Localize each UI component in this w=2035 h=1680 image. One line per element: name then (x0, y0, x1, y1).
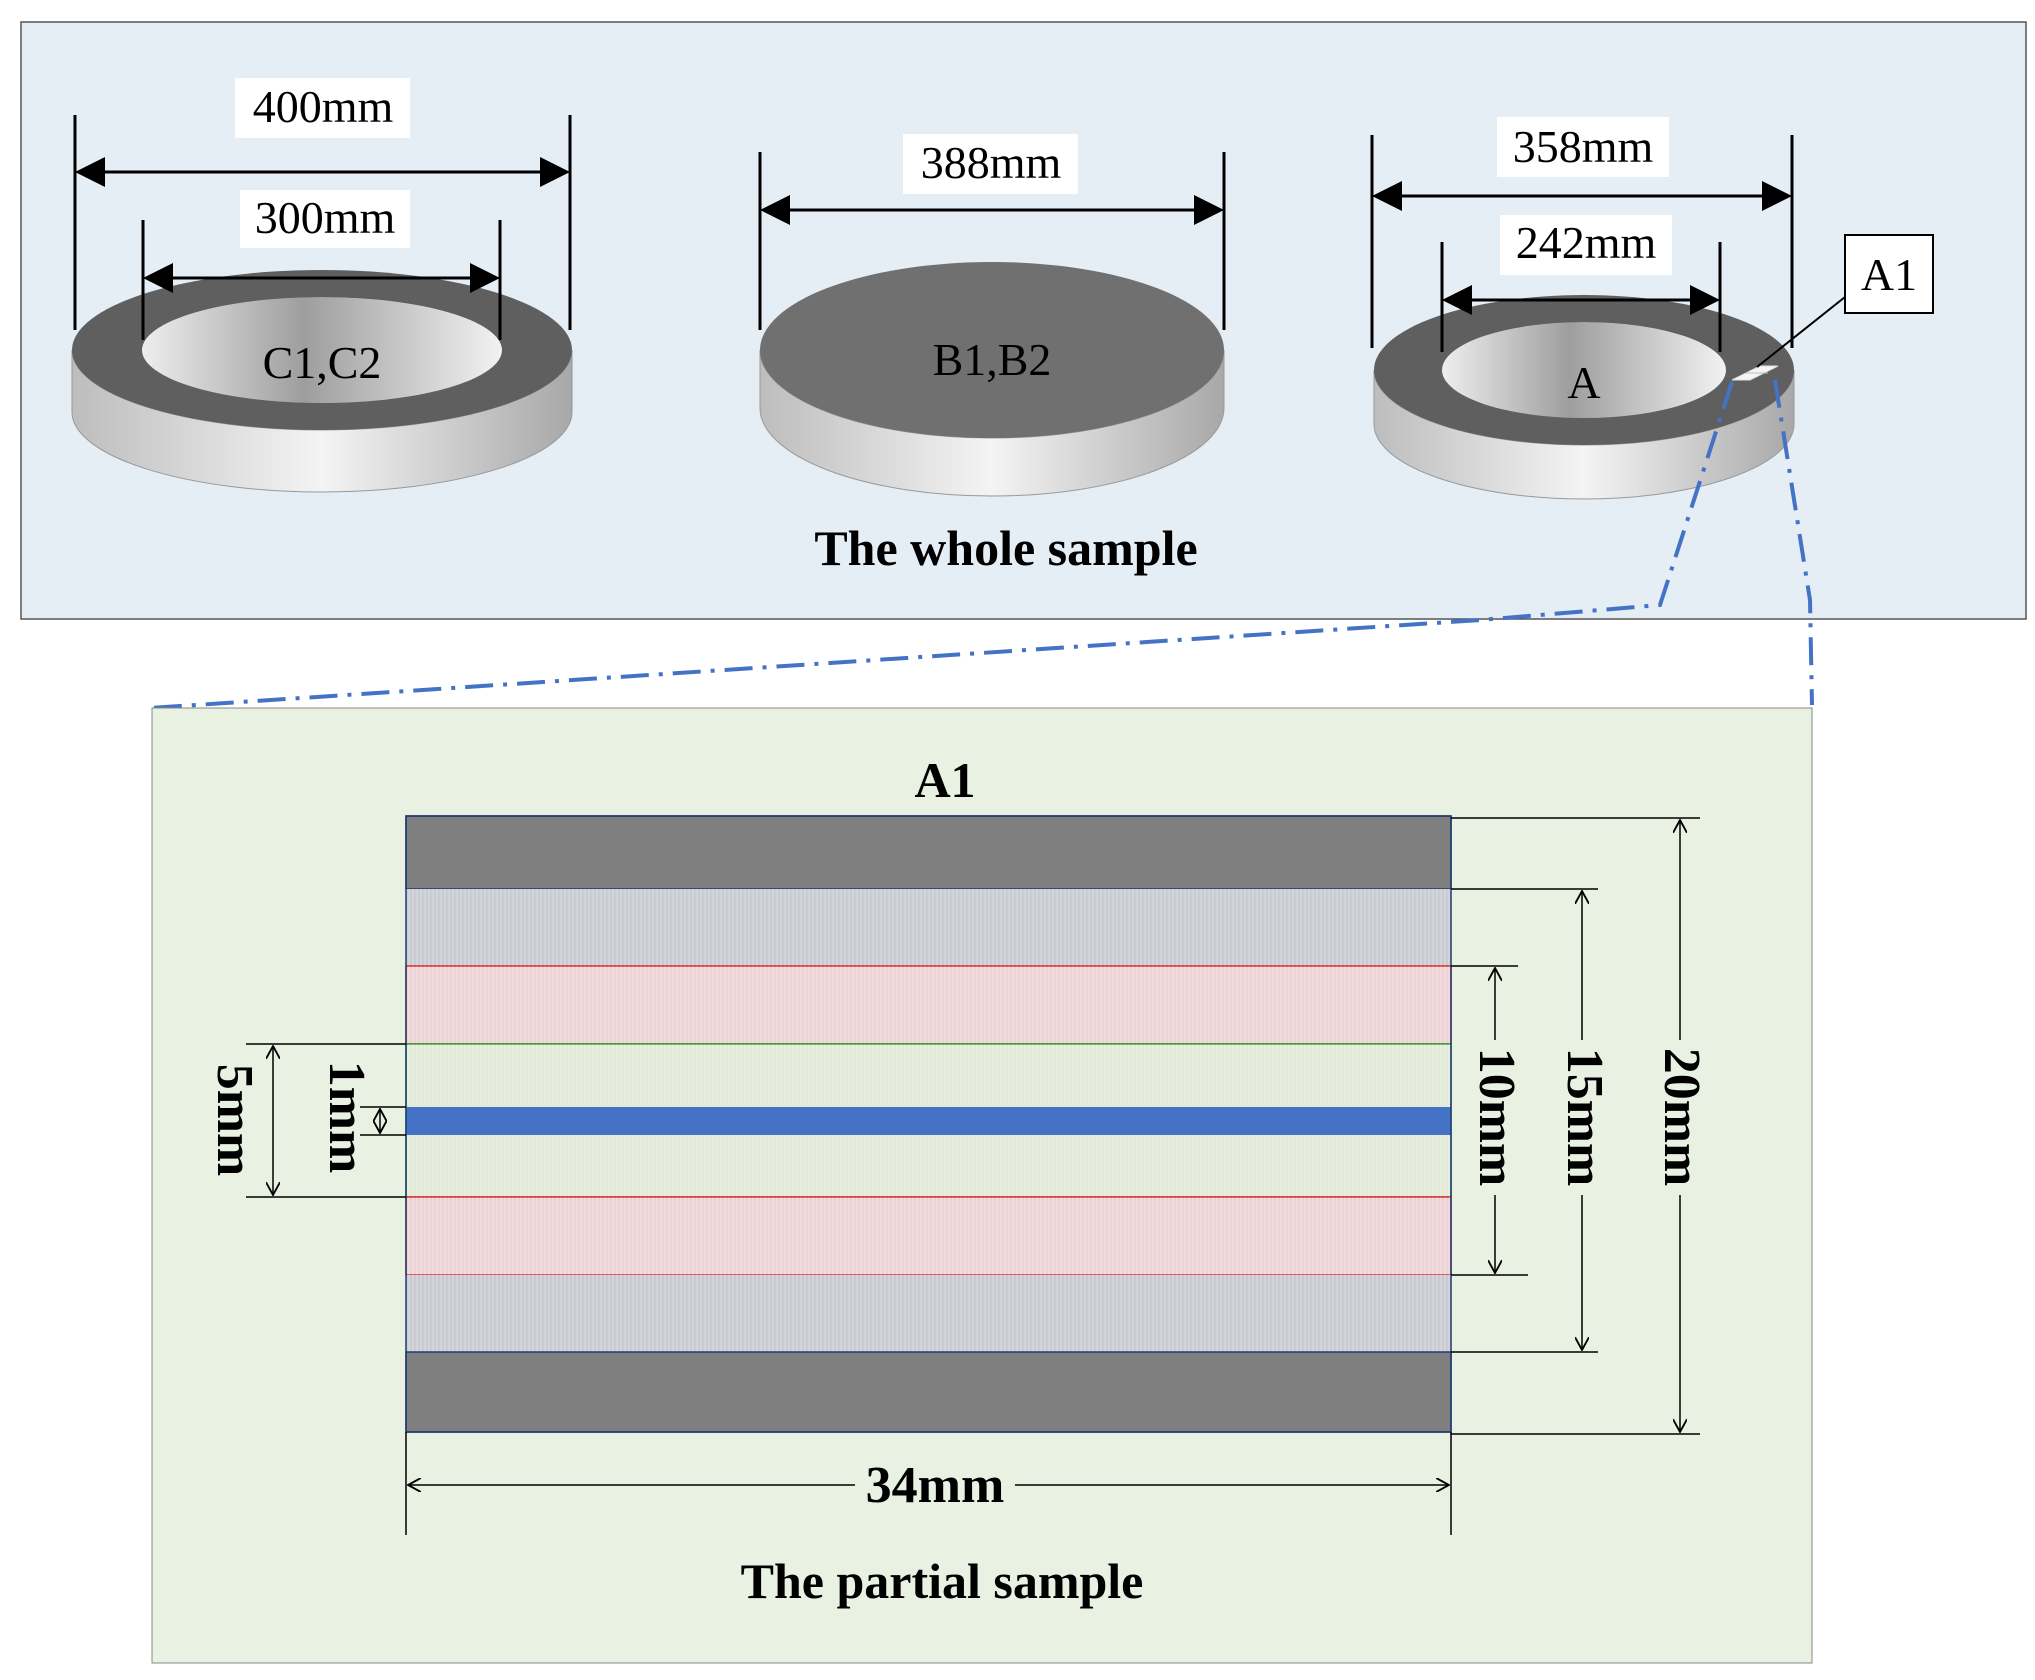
ring-c-label: C1,C2 (263, 337, 382, 388)
layer-bottom-gray-texture (406, 1275, 1451, 1352)
layer-top-gray-texture (406, 889, 1451, 966)
ring-a-inner-dim: 242mm (1516, 217, 1657, 268)
ring-a-callout-leader (1756, 296, 1846, 368)
ring-c-outer-dim-box (235, 78, 410, 138)
ring-c-hole-shadow (142, 280, 502, 350)
ring-a-inner-dim-box (1500, 215, 1672, 275)
partial-sample-panel: A1 20mm (151, 707, 1813, 1664)
ring-c-hole (142, 297, 502, 403)
ring-c-outer-side (71, 349, 573, 493)
layer-center-blue-strip (406, 1107, 1451, 1135)
layer-stack-outline (405, 815, 1452, 1433)
dim-1-label: 1mm (318, 1061, 375, 1174)
layer-top-dark (405, 815, 1452, 890)
dim-34-label: 34mm (866, 1457, 1005, 1514)
zoom-connector (149, 379, 1814, 710)
ring-c-inner-dim-box (240, 190, 410, 248)
dim-20-label: 20mm (1653, 1048, 1710, 1187)
ring-a-outer-dim-box (1497, 117, 1669, 177)
whole-sample-title: The whole sample (814, 520, 1197, 576)
width-dimension: 34mm (405, 1432, 1452, 1535)
ring-a-hole (1442, 322, 1726, 418)
ring-a-callout-label: A1 (1861, 249, 1917, 300)
disk-b-dim-box (903, 134, 1078, 194)
disk-b: B1,B2 388mm (758, 134, 1226, 497)
layer-top-pink-texture (406, 966, 1451, 1044)
zoom-line-right (1773, 379, 1814, 706)
whole-sample-panel: C1,C2 400mm 300mm B1,B2 388mm (20, 21, 2027, 620)
disk-b-label: B1,B2 (933, 334, 1052, 385)
partial-sample-label: A1 (914, 752, 975, 808)
ring-a-label: A (1567, 357, 1600, 408)
dim-10-label: 10mm (1468, 1048, 1525, 1187)
ring-a-hole-shadow (1442, 308, 1726, 370)
ring-c-inner-dim: 300mm (255, 192, 396, 243)
ring-a-outer-dim: 358mm (1513, 121, 1654, 172)
layer-bottom-dark (405, 1351, 1452, 1433)
dim-15-label: 15mm (1556, 1048, 1613, 1187)
layer-bottom-pink-texture (406, 1197, 1451, 1275)
ring-a-callout-box (1844, 234, 1934, 314)
left-dimensions: 5mm 1mm (206, 1043, 406, 1198)
disk-b-top-face (760, 262, 1224, 438)
ring-a: A 358mm 242mm A1 (1370, 117, 1934, 500)
zoom-line-left (149, 381, 1734, 710)
partial-sample-title: The partial sample (741, 1553, 1144, 1609)
disk-b-dim: 388mm (921, 137, 1062, 188)
ring-c: C1,C2 400mm 300mm (71, 78, 573, 493)
ring-c-outer-dim: 400mm (253, 81, 394, 132)
dim-5-label: 5mm (206, 1064, 263, 1177)
layer-stack (405, 815, 1452, 1433)
right-dimensions: 20mm 15mm 10mm (1451, 817, 1710, 1435)
